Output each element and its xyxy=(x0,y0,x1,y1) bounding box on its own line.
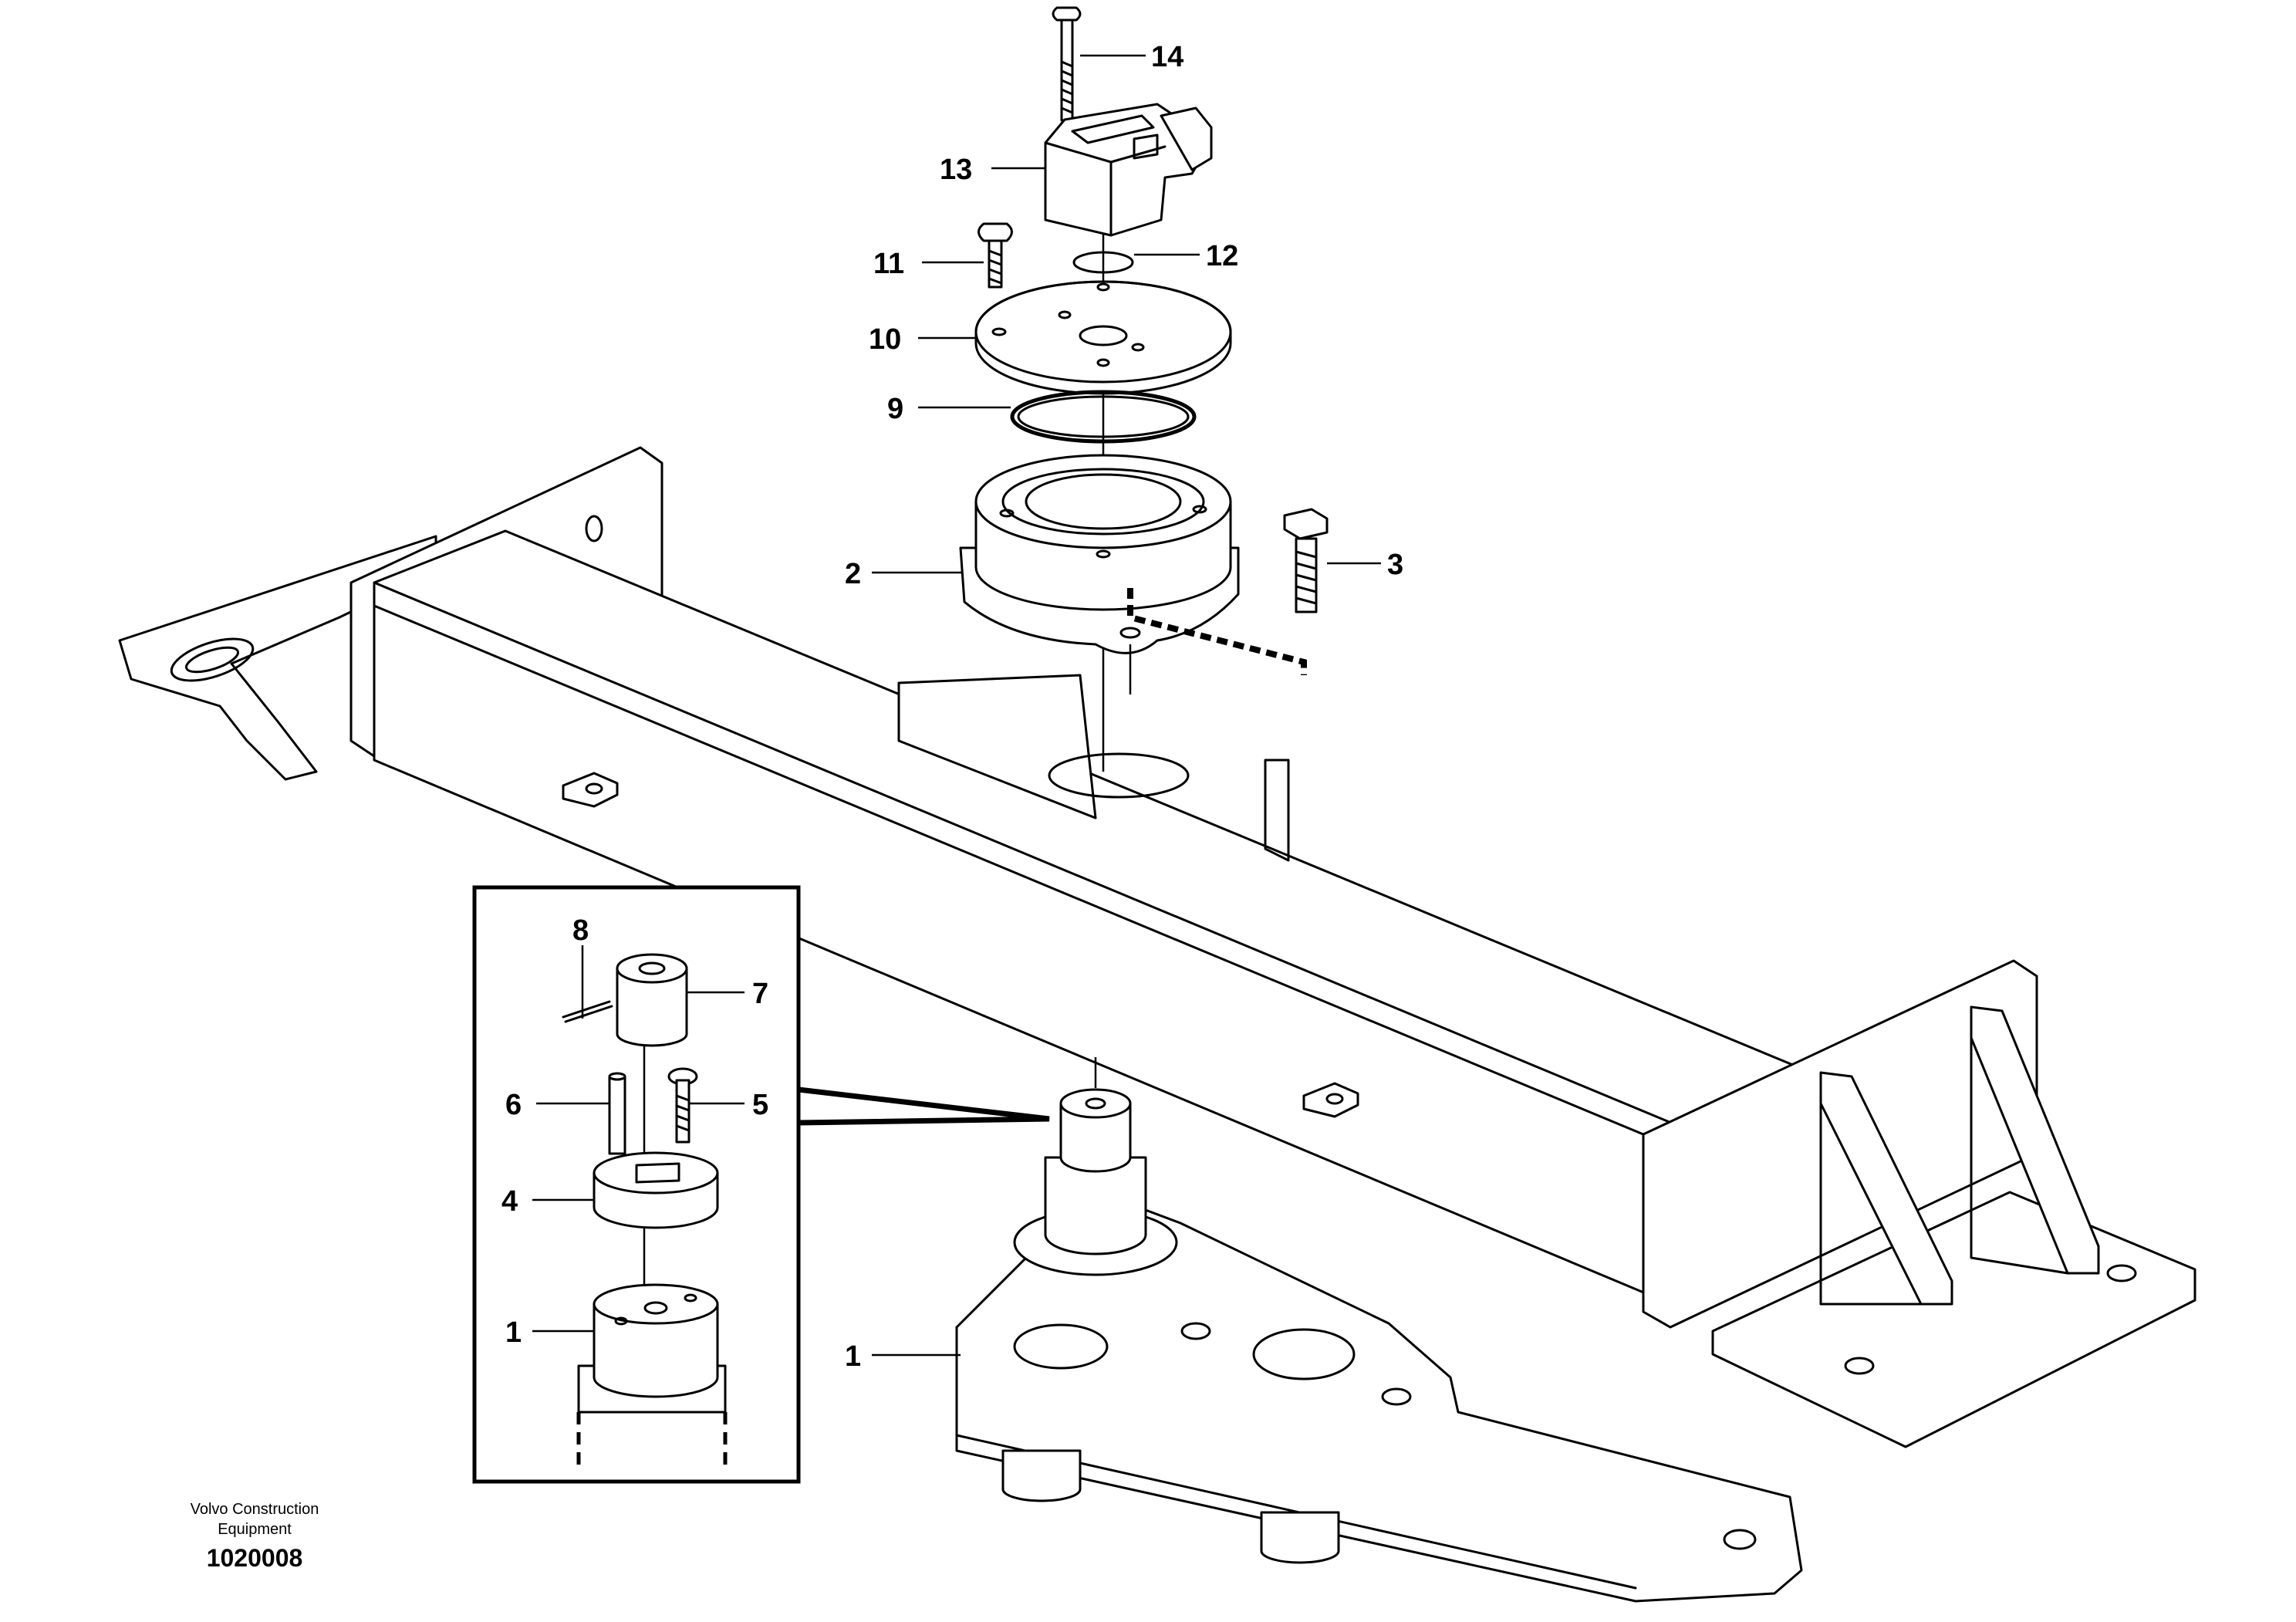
screw-5-icon xyxy=(667,1067,698,1144)
callout-10: 10 xyxy=(869,323,901,356)
callout-1-main: 1 xyxy=(845,1340,861,1373)
callout-5: 5 xyxy=(752,1089,768,1121)
callout-3: 3 xyxy=(1387,549,1403,581)
steering-arm-1-icon xyxy=(955,1057,1803,1603)
callout-9: 9 xyxy=(887,393,903,425)
callout-1-inset: 1 xyxy=(505,1316,522,1349)
sensor-assembly xyxy=(959,6,1329,772)
frame-beam xyxy=(118,446,2196,1448)
spindle-top-1-icon xyxy=(576,1283,728,1466)
callout-8: 8 xyxy=(572,914,589,947)
leader-lines xyxy=(532,54,1381,1357)
manufacturer-line-2: Equipment xyxy=(218,1521,292,1538)
detail-inset xyxy=(472,885,1050,1484)
callout-12: 12 xyxy=(1206,240,1238,272)
callout-14: 14 xyxy=(1151,41,1183,73)
figure-caption: Volvo Construction Equipment 1020008 xyxy=(191,1501,319,1572)
dowel-6-icon xyxy=(608,1072,626,1155)
callout-13: 13 xyxy=(940,154,972,186)
sleeve-7-icon xyxy=(616,953,688,1047)
callout-labels: 14 13 12 11 10 9 3 2 1 8 7 6 5 4 1 xyxy=(501,41,1403,1373)
manufacturer-line-1: Volvo Construction xyxy=(191,1501,319,1518)
sensor-13-icon xyxy=(1044,103,1213,237)
bolt-3-icon xyxy=(1283,508,1329,613)
callout-2: 2 xyxy=(845,558,861,590)
cover-plate-10-icon xyxy=(974,280,1232,395)
callout-4: 4 xyxy=(501,1185,518,1218)
callout-6: 6 xyxy=(505,1089,522,1121)
washer-block-4-icon xyxy=(593,1151,719,1229)
o-ring-12-icon xyxy=(1072,251,1134,274)
bearing-housing-2-icon xyxy=(959,454,1240,694)
screw-11-icon xyxy=(977,222,1013,289)
seal-ring-9-icon xyxy=(1010,390,1197,444)
screw-14-icon xyxy=(1052,6,1082,122)
callout-7: 7 xyxy=(752,978,768,1010)
callout-11: 11 xyxy=(873,248,904,280)
figure-number: 1020008 xyxy=(207,1544,303,1572)
pin-8-icon xyxy=(562,1000,613,1023)
